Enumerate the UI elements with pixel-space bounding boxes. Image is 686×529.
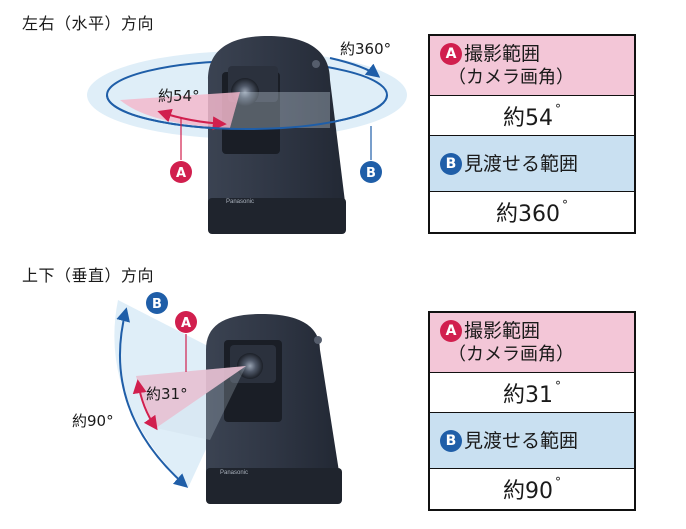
vertical-a-value-cell: 約31 °: [430, 373, 634, 413]
horizontal-a-subtitle: （カメラ画角）: [448, 66, 574, 88]
vertical-label-a: 約31°: [146, 385, 188, 403]
vertical-b-value-cell: 約90 °: [430, 469, 634, 509]
brand-logo-bottom: Panasonic: [220, 470, 248, 476]
horizontal-table-badge-a: A: [440, 42, 462, 65]
degree-symbol: °: [555, 378, 561, 393]
camera-top: Panasonic: [208, 36, 346, 234]
vertical-a-header: A 撮影範囲 （カメラ画角）: [430, 313, 634, 373]
horizontal-360-front-arc: [106, 94, 388, 130]
vertical-b-value: 約90: [503, 479, 553, 504]
horizontal-marker-b: [360, 161, 382, 183]
vertical-marker-b-label: B: [152, 297, 162, 312]
horizontal-a-title: 撮影範囲: [464, 42, 541, 65]
vertical-table-badge-b: B: [440, 429, 462, 452]
horizontal-a-value-cell: 約54 °: [430, 96, 634, 136]
horizontal-label-a: 約54°: [158, 87, 200, 105]
vertical-a-value: 約31: [503, 382, 553, 408]
vertical-a-title: 撮影範囲: [464, 319, 541, 342]
horizontal-b-title: 見渡せる範囲: [464, 152, 579, 175]
vertical-table-badge-a: A: [440, 319, 462, 342]
horizontal-spec-table: A 撮影範囲 （カメラ画角） 約54 ° B 見渡せる範囲 約360 °: [428, 34, 636, 234]
horizontal-label-b: 約360°: [340, 40, 391, 58]
horizontal-heading: 左右（水平）方向: [22, 14, 155, 33]
horizontal-a-value: 約54: [503, 105, 553, 131]
vertical-marker-a: [175, 311, 197, 333]
vertical-spec-table: A 撮影範囲 （カメラ画角） 約31 ° B 見渡せる範囲 約90 °: [428, 311, 636, 511]
vertical-camera-view: [132, 366, 246, 440]
vertical-b-header: B 見渡せる範囲: [430, 413, 634, 469]
brand-logo: Panasonic: [226, 199, 254, 205]
degree-symbol: °: [555, 475, 561, 489]
horizontal-a-header: A 撮影範囲 （カメラ画角）: [430, 36, 634, 96]
horizontal-b-header: B 見渡せる範囲: [430, 136, 634, 192]
vertical-marker-b: [146, 292, 168, 314]
vertical-label-b: 約90°: [72, 412, 114, 430]
vertical-heading: 上下（垂直）方向: [22, 266, 155, 285]
horizontal-camera-view: [120, 92, 330, 131]
degree-symbol: °: [555, 101, 561, 116]
degree-symbol: °: [562, 198, 568, 212]
vertical-a-subtitle: （カメラ画角）: [448, 343, 574, 365]
vertical-marker-a-label: A: [181, 316, 191, 331]
camera-bottom: Panasonic: [206, 314, 342, 504]
horizontal-marker-b-label: B: [366, 166, 376, 181]
horizontal-b-value: 約360: [496, 202, 560, 227]
horizontal-marker-a: [170, 161, 192, 183]
horizontal-marker-a-label: A: [176, 166, 186, 181]
horizontal-table-badge-b: B: [440, 152, 462, 175]
horizontal-b-value-cell: 約360 °: [430, 192, 634, 232]
vertical-b-title: 見渡せる範囲: [464, 429, 579, 452]
